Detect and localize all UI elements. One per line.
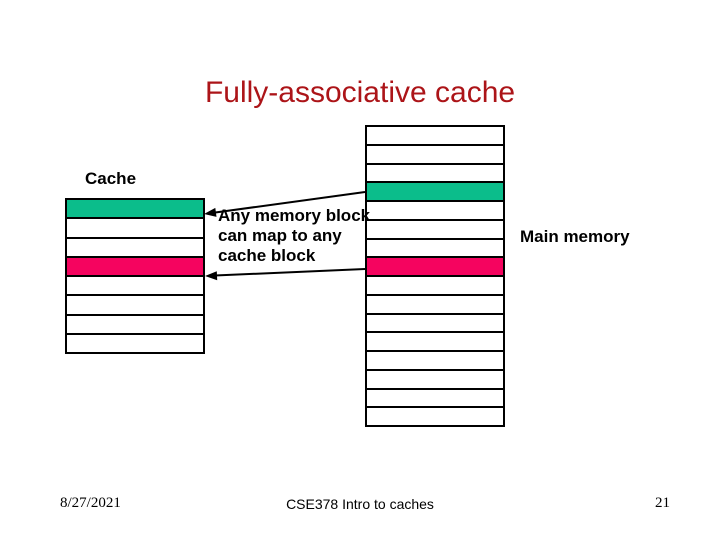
- cache-table-row-0: [67, 200, 203, 220]
- memory-table-row-5: [367, 220, 503, 240]
- memory-table-row-7: [367, 258, 503, 277]
- memory-table-row-13: [367, 370, 503, 390]
- annotation-line-2: can map to any: [218, 226, 342, 245]
- slide-title: Fully-associative cache: [204, 76, 516, 109]
- cache-table-row-5: [67, 296, 203, 316]
- memory-table-row-1: [367, 145, 503, 165]
- cache-label: Cache: [85, 169, 137, 188]
- cache-table: [65, 198, 205, 354]
- cache-table-row-2: [67, 238, 203, 258]
- cache-table-row-3: [67, 257, 203, 277]
- footer-page-number: 21: [655, 495, 670, 511]
- memory-table-row-8: [367, 277, 503, 296]
- memory-table-row-11: [367, 333, 503, 352]
- cache-table-row-6: [67, 315, 203, 335]
- annotation-line-3: cache block: [218, 246, 316, 265]
- arrow-memory-pink-to-cache-pink: [205, 268, 366, 281]
- memory-table-row-4: [367, 202, 503, 221]
- cache-table-row-4: [67, 277, 203, 297]
- memory-table-row-0: [367, 127, 503, 146]
- memory-table-row-10: [367, 314, 503, 334]
- main-memory-table: [365, 125, 505, 427]
- memory-table-row-6: [367, 239, 503, 259]
- cache-table-row-1: [67, 219, 203, 239]
- memory-table-row-14: [367, 389, 503, 409]
- mapping-annotation: Any memory block can map to any cache bl…: [218, 206, 370, 266]
- footer-title: CSE378 Intro to caches: [286, 496, 434, 512]
- memory-table-row-2: [367, 164, 503, 184]
- main-memory-label: Main memory: [520, 227, 630, 246]
- memory-table-row-12: [367, 352, 503, 371]
- memory-table-row-9: [367, 295, 503, 315]
- annotation-line-1: Any memory block: [218, 206, 371, 225]
- memory-table-row-3: [367, 183, 503, 202]
- footer-date: 8/27/2021: [60, 495, 121, 511]
- memory-table-row-15: [367, 408, 503, 425]
- cache-table-row-7: [67, 334, 203, 352]
